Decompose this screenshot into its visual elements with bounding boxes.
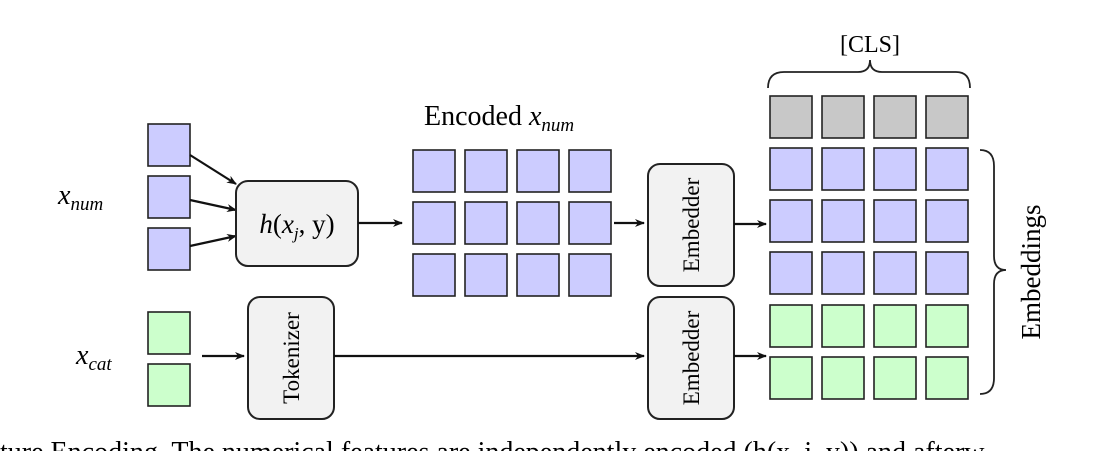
encoded-cell — [464, 149, 508, 193]
encoded-cell — [516, 149, 560, 193]
x-cat-feature-2 — [147, 363, 191, 407]
num-embedding-cell — [925, 251, 969, 295]
embedder-top-box: Embedder — [647, 163, 735, 287]
num-embedding-cell — [769, 147, 813, 191]
brace-right-icon — [979, 149, 1007, 395]
embeddings-grid — [769, 95, 969, 400]
num-embedding-cell — [873, 147, 917, 191]
x-cat-inputs — [147, 311, 191, 407]
num-embedding-cell — [925, 147, 969, 191]
tokenizer-box: Tokenizer — [247, 296, 335, 420]
num-embedding-cell — [925, 199, 969, 243]
cat-embedding-cell — [925, 304, 969, 348]
cls-label: [CLS] — [840, 32, 900, 58]
num-embedding-cell — [769, 199, 813, 243]
x-num-feature-2 — [147, 175, 191, 219]
cat-embedding-cell — [873, 304, 917, 348]
x-cat-label: xcat — [75, 340, 112, 375]
encoded-cell — [568, 201, 612, 245]
x-num-feature-3 — [147, 227, 191, 271]
embedder-bottom-label: Embedder — [679, 310, 704, 405]
embeddings-label: Embeddings — [1016, 205, 1046, 340]
arrow-right-icon — [189, 198, 237, 212]
embedder-top-label: Embedder — [679, 177, 704, 272]
cls-cell — [873, 95, 917, 139]
tokenizer-label: Tokenizer — [279, 312, 304, 404]
brace-top-icon — [767, 59, 971, 89]
arrow-right-icon — [189, 154, 237, 185]
h-encoder-label: h(xj, y) — [259, 209, 334, 243]
encoded-cell — [516, 201, 560, 245]
cat-embedding-cell — [769, 304, 813, 348]
arrow-right-icon — [189, 234, 237, 248]
encoded-cell — [412, 149, 456, 193]
encoded-cell — [464, 253, 508, 297]
cat-embedding-cell — [925, 356, 969, 400]
cat-embedding-cell — [769, 356, 813, 400]
num-embedding-cell — [769, 251, 813, 295]
x-num-label: xnum — [57, 180, 103, 215]
encoded-cell — [516, 253, 560, 297]
num-embedding-cell — [873, 199, 917, 243]
cat-embedding-cell — [821, 304, 865, 348]
encoded-cell — [464, 201, 508, 245]
h-encoder-box: h(xj, y) — [235, 180, 359, 267]
num-embedding-cell — [873, 251, 917, 295]
encoded-grid — [412, 149, 612, 297]
encoded-cell — [568, 253, 612, 297]
num-embedding-cell — [821, 251, 865, 295]
encoded-cell — [412, 253, 456, 297]
x-num-inputs — [147, 123, 191, 271]
cat-embedding-cell — [821, 356, 865, 400]
x-cat-feature-1 — [147, 311, 191, 355]
encoded-cell — [412, 201, 456, 245]
cat-embedding-cell — [873, 356, 917, 400]
embedder-bottom-box: Embedder — [647, 296, 735, 420]
cls-cell — [925, 95, 969, 139]
figure-caption: ture Encoding. The numerical features ar… — [0, 437, 985, 451]
x-num-feature-1 — [147, 123, 191, 167]
cls-cell — [769, 95, 813, 139]
encoded-label: Encoded xnum — [424, 101, 574, 136]
encoded-cell — [568, 149, 612, 193]
num-embedding-cell — [821, 199, 865, 243]
num-embedding-cell — [821, 147, 865, 191]
cls-cell — [821, 95, 865, 139]
